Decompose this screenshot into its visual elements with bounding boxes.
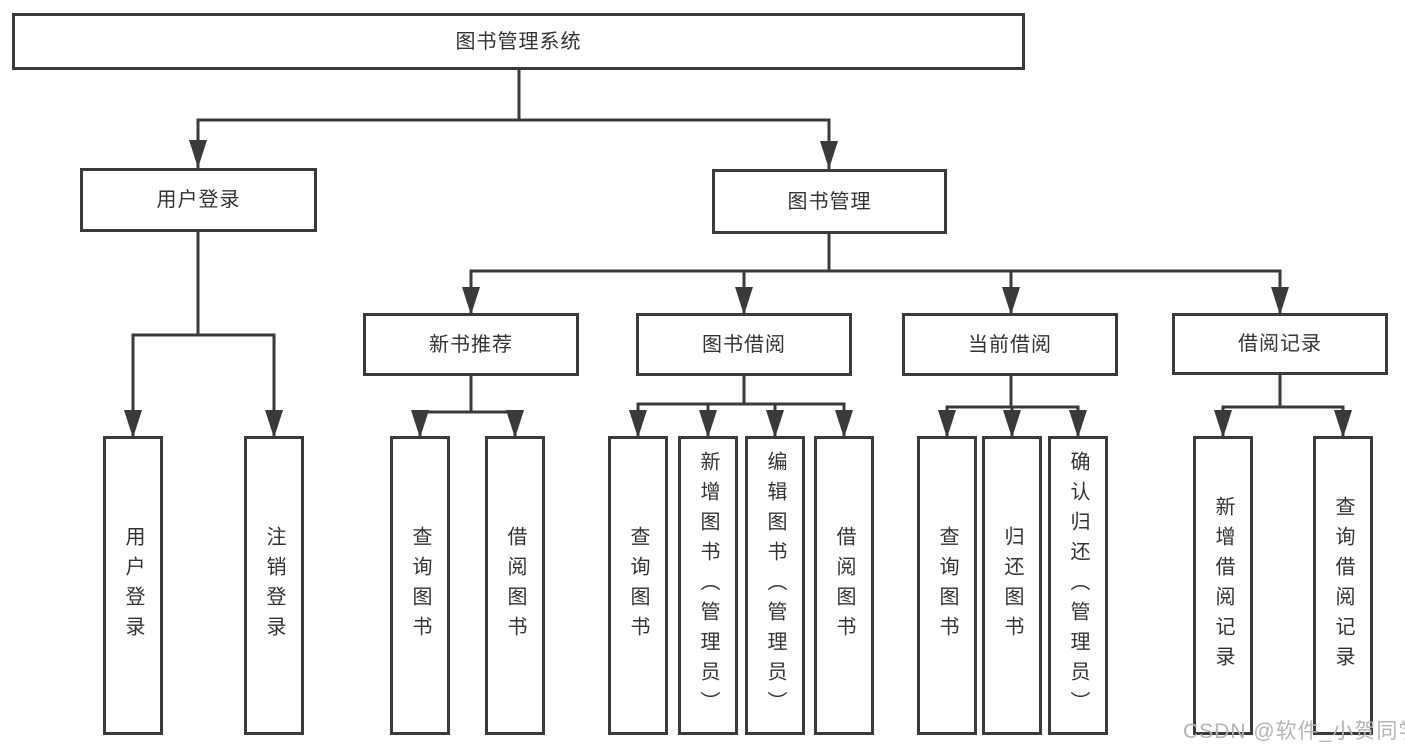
- leaf-recommend-query-books: 查询图书: [390, 436, 450, 735]
- leaf-recommend-borrow-books: 借阅图书: [485, 436, 545, 735]
- leaf-borrowing-query-books: 查询图书: [608, 436, 668, 735]
- node-user-login-branch: 用户登录: [80, 168, 317, 232]
- leaf-current-query-books: 查询图书: [917, 436, 977, 735]
- node-root: 图书管理系统: [12, 13, 1025, 70]
- watermark: CSDN @软件_小贺同学: [1183, 720, 1405, 743]
- leaf-query-borrow-record: 查询借阅记录: [1313, 436, 1373, 735]
- leaf-logout: 注销登录: [244, 436, 304, 735]
- leaf-user-login: 用户登录: [103, 436, 163, 735]
- arrowheads: [124, 140, 1352, 438]
- leaf-add-books-admin: 新增图书（管理员）: [678, 436, 738, 735]
- node-book-borrowing: 图书借阅: [636, 313, 852, 376]
- node-current-borrowing: 当前借阅: [902, 313, 1118, 376]
- leaf-add-borrow-record: 新增借阅记录: [1193, 436, 1253, 735]
- leaf-borrowing-borrow-books: 借阅图书: [814, 436, 874, 735]
- node-new-book-recommend: 新书推荐: [363, 313, 579, 376]
- node-book-management-branch: 图书管理: [712, 169, 947, 234]
- node-borrowing-records: 借阅记录: [1172, 313, 1388, 375]
- leaf-return-books: 归还图书: [982, 436, 1042, 735]
- leaf-edit-books-admin: 编辑图书（管理员）: [745, 436, 805, 735]
- leaf-confirm-return-admin: 确认归还（管理员）: [1048, 436, 1108, 735]
